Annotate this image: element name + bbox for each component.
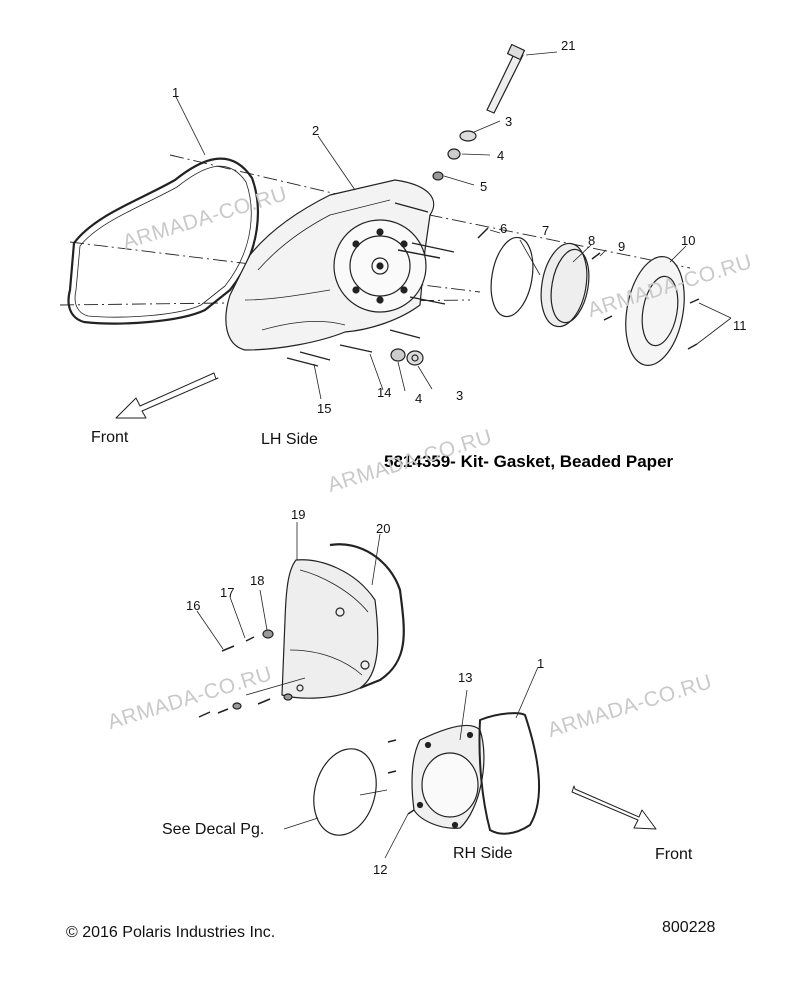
decal-label: See Decal Pg. xyxy=(162,821,265,838)
front-label-lh: Front xyxy=(91,429,129,446)
callout-9: 9 xyxy=(618,239,626,254)
gasket-lh xyxy=(67,157,259,325)
callout-20: 20 xyxy=(376,521,391,536)
stator-cover xyxy=(281,559,379,699)
inspection-gasket xyxy=(490,236,534,318)
front-arrow-lh xyxy=(115,372,219,419)
callout-10: 10 xyxy=(681,233,696,248)
callout-2: 2 xyxy=(312,123,320,138)
front-arrow-rh xyxy=(571,785,657,830)
derby-cover xyxy=(625,256,685,366)
callout-15: 15 xyxy=(317,401,332,416)
callout-21: 21 xyxy=(561,38,576,53)
callout-17: 17 xyxy=(220,585,235,600)
callout-1: 1 xyxy=(172,85,180,100)
gasket-rh-lower xyxy=(478,712,540,835)
callout-13: 13 xyxy=(458,670,473,685)
callout-1b: 1 xyxy=(537,656,545,671)
document-number: 800228 xyxy=(662,919,716,936)
shaft-21 xyxy=(486,51,524,114)
callout-12: 12 xyxy=(373,862,388,877)
callout-18: 18 xyxy=(250,573,265,588)
gasket-rh-upper xyxy=(329,543,405,690)
callout-5: 5 xyxy=(480,179,488,194)
callout-6: 6 xyxy=(500,221,508,236)
copyright-text: © 2016 Polaris Industries Inc. xyxy=(66,924,276,941)
lh-side-label: LH Side xyxy=(261,431,318,448)
callout-11: 11 xyxy=(733,318,747,333)
callout-16: 16 xyxy=(186,598,201,613)
kit-note: 5814359- Kit- Gasket, Beaded Paper xyxy=(384,452,674,471)
rh-side-label: RH Side xyxy=(453,845,513,862)
decal-disc xyxy=(313,748,377,836)
callout-4b: 4 xyxy=(415,391,423,406)
callout-19: 19 xyxy=(291,507,306,522)
callout-4: 4 xyxy=(497,148,505,163)
front-label-rh: Front xyxy=(655,846,693,863)
callout-3b: 3 xyxy=(456,388,464,403)
callout-7: 7 xyxy=(542,223,550,238)
callout-3: 3 xyxy=(505,114,513,129)
callout-8: 8 xyxy=(588,233,596,248)
callout-14: 14 xyxy=(377,385,392,400)
